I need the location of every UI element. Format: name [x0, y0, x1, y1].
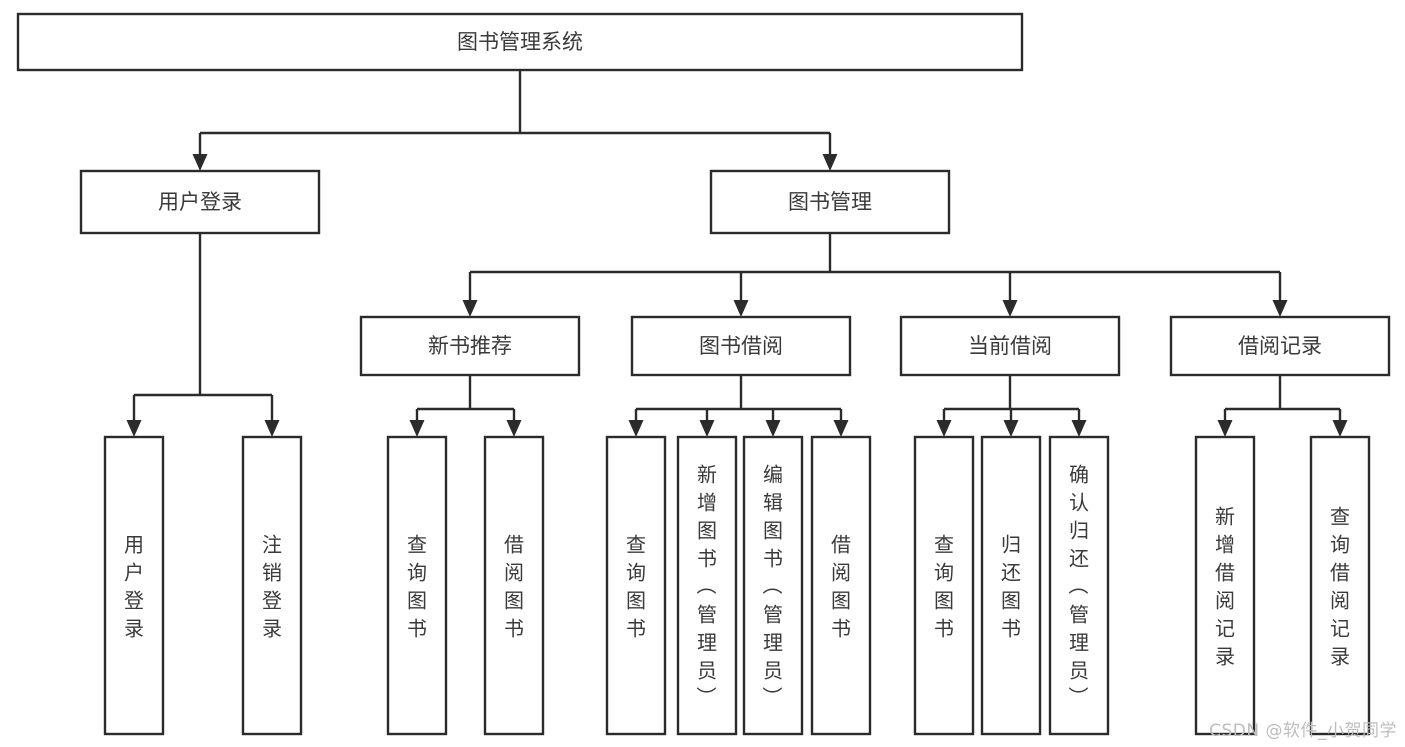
node-user-login[interactable]: 用户登录 — [79, 169, 321, 235]
node-box-borrow-record[interactable] — [1169, 315, 1391, 377]
connector-group-book-manage — [462, 233, 1288, 317]
node-leaf-query-record[interactable]: 查询借阅记录 — [1309, 435, 1371, 736]
arrow-head-icon — [192, 154, 208, 171]
node-label-leaf-query-record: 查询借阅记录 — [1330, 504, 1350, 668]
arrow-head-icon — [1217, 420, 1233, 437]
connector-group-borrow-record — [1217, 375, 1348, 437]
node-box-book-borrow[interactable] — [630, 315, 852, 377]
node-layer: 图书管理系统用户登录图书管理新书推荐图书借阅当前借阅借阅记录用户登录注销登录查询… — [16, 12, 1391, 736]
node-label-leaf-return-book: 归还图书 — [1001, 532, 1021, 640]
node-box-leaf-query-book-rec[interactable] — [386, 435, 448, 736]
node-borrow-record[interactable]: 借阅记录 — [1169, 315, 1391, 377]
node-root[interactable]: 图书管理系统 — [16, 12, 1024, 72]
arrow-head-icon — [699, 420, 715, 437]
node-label-user-login: 用户登录 — [158, 190, 242, 214]
arrow-head-icon — [833, 420, 849, 437]
node-box-book-manage[interactable] — [709, 169, 951, 235]
node-book-manage[interactable]: 图书管理 — [709, 169, 951, 235]
node-label-leaf-query-book-borrow: 查询图书 — [626, 532, 646, 640]
node-label-leaf-add-record: 新增借阅记录 — [1215, 504, 1235, 668]
node-box-leaf-borrow-book[interactable] — [810, 435, 872, 736]
node-box-user-login[interactable] — [79, 169, 321, 235]
node-label-book-manage: 图书管理 — [788, 190, 872, 214]
node-leaf-return-book[interactable]: 归还图书 — [980, 435, 1042, 736]
node-leaf-add-book[interactable]: 新增图书（管理员） — [676, 435, 738, 736]
node-leaf-confirm-return[interactable]: 确认归还（管理员） — [1048, 435, 1110, 736]
arrow-head-icon — [765, 420, 781, 437]
node-label-leaf-borrow-book-rec: 借阅图书 — [504, 532, 524, 640]
node-label-leaf-user-logout: 注销登录 — [262, 532, 282, 640]
node-box-leaf-user-logout[interactable] — [241, 435, 303, 736]
node-label-leaf-confirm-return: 确认归还（管理员） — [1068, 462, 1089, 710]
node-box-leaf-return-book[interactable] — [980, 435, 1042, 736]
node-leaf-edit-book[interactable]: 编辑图书（管理员） — [742, 435, 804, 736]
node-label-leaf-query-book-rec: 查询图书 — [407, 532, 427, 640]
watermark-label: CSDN @软件_小贺同学 — [1209, 721, 1397, 741]
connector-layer — [126, 70, 1348, 437]
node-box-leaf-add-record[interactable] — [1194, 435, 1256, 736]
node-box-leaf-query-record[interactable] — [1309, 435, 1371, 736]
arrow-head-icon — [462, 300, 478, 317]
node-book-borrow[interactable]: 图书借阅 — [630, 315, 852, 377]
node-new-book-rec[interactable]: 新书推荐 — [359, 315, 581, 377]
node-box-leaf-user-login[interactable] — [103, 435, 165, 736]
arrow-head-icon — [1272, 300, 1288, 317]
arrow-head-icon — [733, 300, 749, 317]
node-box-new-book-rec[interactable] — [359, 315, 581, 377]
node-leaf-query-book-current[interactable]: 查询图书 — [913, 435, 975, 736]
node-leaf-query-book-rec[interactable]: 查询图书 — [386, 435, 448, 736]
node-leaf-user-logout[interactable]: 注销登录 — [241, 435, 303, 736]
connector-group-root — [192, 70, 838, 171]
connector-group-book-borrow — [628, 375, 849, 437]
node-leaf-user-login[interactable]: 用户登录 — [103, 435, 165, 736]
node-leaf-query-book-borrow[interactable]: 查询图书 — [605, 435, 667, 736]
node-label-new-book-rec: 新书推荐 — [428, 334, 512, 358]
arrow-head-icon — [628, 420, 644, 437]
node-label-leaf-add-book: 新增图书（管理员） — [696, 462, 717, 710]
node-box-current-borrow[interactable] — [899, 315, 1121, 377]
node-box-leaf-confirm-return[interactable] — [1048, 435, 1110, 736]
node-label-borrow-record: 借阅记录 — [1238, 334, 1322, 358]
node-label-book-borrow: 图书借阅 — [699, 334, 783, 358]
node-label-current-borrow: 当前借阅 — [968, 334, 1052, 358]
node-label-leaf-user-login: 用户登录 — [124, 532, 144, 640]
connector-group-new-book-rec — [409, 375, 522, 437]
node-label-leaf-query-book-current: 查询图书 — [934, 532, 954, 640]
node-box-leaf-query-book-current[interactable] — [913, 435, 975, 736]
connector-group-current-borrow — [936, 375, 1087, 437]
node-current-borrow[interactable]: 当前借阅 — [899, 315, 1121, 377]
node-box-leaf-edit-book[interactable] — [742, 435, 804, 736]
arrow-head-icon — [409, 420, 425, 437]
node-leaf-borrow-book[interactable]: 借阅图书 — [810, 435, 872, 736]
node-box-leaf-borrow-book-rec[interactable] — [483, 435, 545, 736]
node-box-leaf-query-book-borrow[interactable] — [605, 435, 667, 736]
arrow-head-icon — [1003, 420, 1019, 437]
node-box-root[interactable] — [16, 12, 1024, 72]
arrow-head-icon — [936, 420, 952, 437]
node-label-leaf-edit-book: 编辑图书（管理员） — [762, 462, 783, 710]
arrow-head-icon — [822, 154, 838, 171]
arrow-head-icon — [1332, 420, 1348, 437]
node-leaf-borrow-book-rec[interactable]: 借阅图书 — [483, 435, 545, 736]
arrow-head-icon — [264, 420, 280, 437]
arrow-head-icon — [506, 420, 522, 437]
arrow-head-icon — [1002, 300, 1018, 317]
arrow-head-icon — [1071, 420, 1087, 437]
node-leaf-add-record[interactable]: 新增借阅记录 — [1194, 435, 1256, 736]
arrow-head-icon — [126, 420, 142, 437]
node-label-root: 图书管理系统 — [457, 30, 583, 54]
node-label-leaf-borrow-book: 借阅图书 — [831, 532, 851, 640]
node-box-leaf-add-book[interactable] — [676, 435, 738, 736]
connector-group-user-login — [126, 233, 280, 437]
